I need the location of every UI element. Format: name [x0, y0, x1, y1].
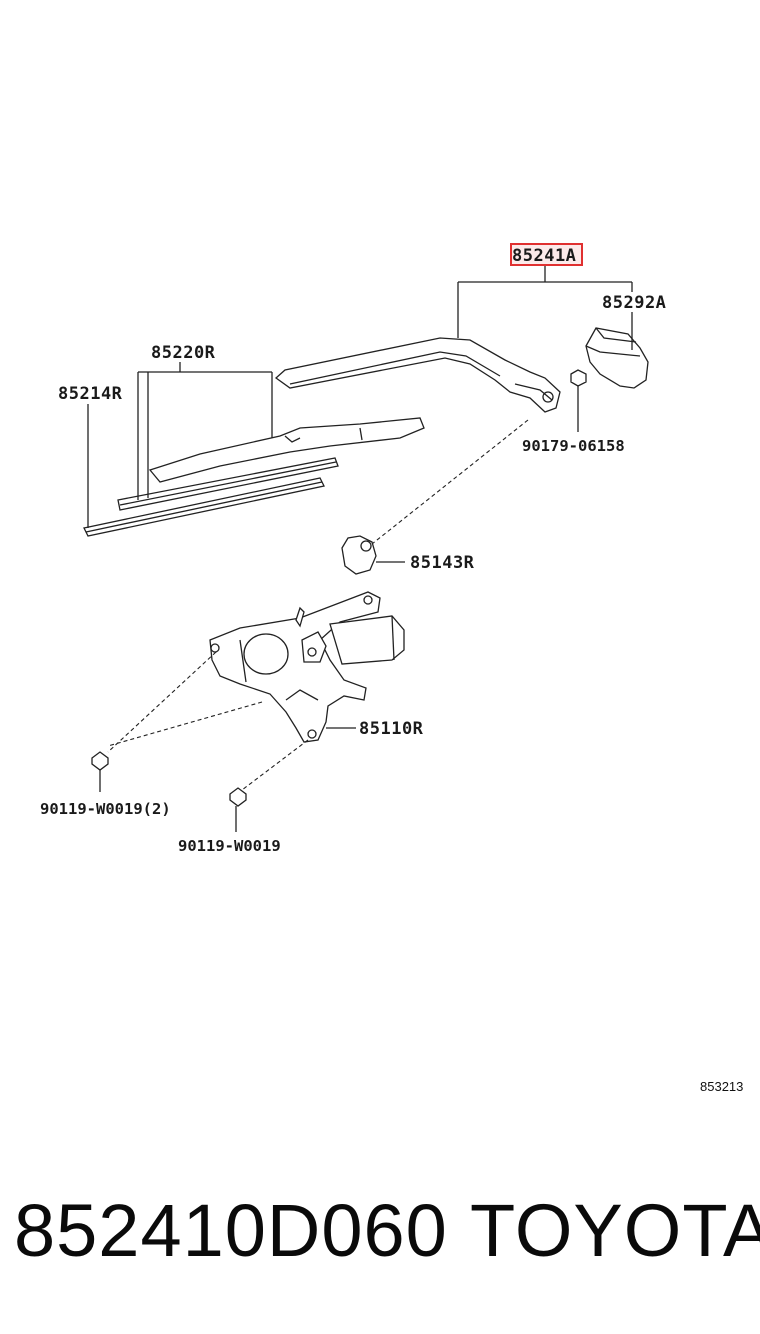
label-rubber[interactable]: 85214R: [58, 384, 123, 404]
nut: [570, 369, 587, 432]
pivot-seal: [341, 535, 405, 575]
blade-rubber: [83, 457, 339, 537]
assembly-lines-bolts: [107, 651, 309, 791]
callout-bracket-blade: [137, 362, 273, 500]
wiper-arm: [274, 337, 561, 413]
label-bolt-single[interactable]: 90119-W0019: [178, 837, 281, 855]
brand-name: TOYOTA: [470, 1189, 760, 1272]
label-cap[interactable]: 85292A: [602, 293, 666, 313]
label-arm[interactable]: 85241A: [512, 246, 576, 266]
label-nut[interactable]: 90179-06158: [522, 437, 625, 455]
label-bolt-pair[interactable]: 90119-W0019(2): [40, 800, 171, 818]
diagram-reference: 853213: [700, 1079, 743, 1094]
caption: 852410D060 TOYOTA: [14, 1188, 760, 1273]
label-pivot-seal[interactable]: 85143R: [410, 553, 475, 573]
bolt-single: [229, 787, 247, 832]
highlight-box: [510, 243, 583, 266]
assembly-line-arm-seal: [371, 419, 529, 545]
bolt-pair: [91, 751, 109, 792]
label-blade[interactable]: 85220R: [151, 343, 216, 363]
label-motor[interactable]: 85110R: [359, 719, 424, 739]
head-cap: [585, 327, 649, 389]
part-number: 852410D060: [14, 1189, 448, 1272]
wiper-motor: [209, 591, 405, 743]
callout-bracket-arm: [457, 266, 633, 350]
wiper-blade: [148, 417, 425, 483]
